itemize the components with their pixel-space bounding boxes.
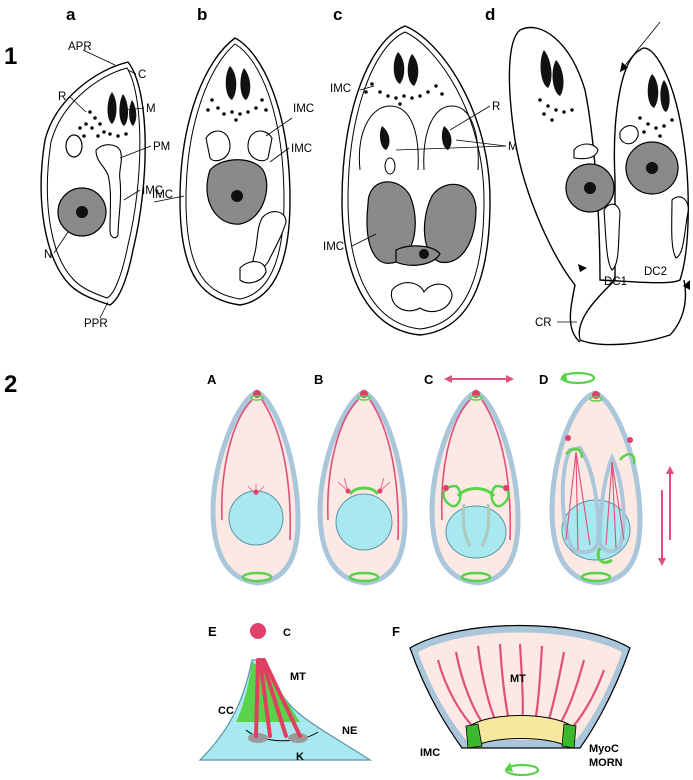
panel-1-number: 1 xyxy=(4,43,17,70)
label-cc: CC xyxy=(218,705,234,717)
label-imc-1c-bottom: IMC xyxy=(323,241,344,253)
label-c-1a: C xyxy=(138,69,146,81)
cell-2C xyxy=(432,390,518,583)
label-ppr: PPR xyxy=(84,318,108,330)
label-dc1: DC1 xyxy=(604,276,627,288)
rotation-arrow-top xyxy=(560,372,594,383)
subpanel-1d-label: d xyxy=(485,5,495,24)
diagram-2F: MT IMC MyoC MORN xyxy=(410,626,630,776)
subpanel-2D-label: D xyxy=(539,372,548,387)
label-c-2E: C xyxy=(283,627,291,639)
label-imc-2F: IMC xyxy=(420,747,440,759)
cell-2D xyxy=(552,391,640,583)
subpanel-1a-label: a xyxy=(66,5,76,24)
cell-1d: DC1 DC2 CR xyxy=(509,22,690,345)
panel-2-number: 2 xyxy=(4,371,17,398)
cell-1a: APR C R M PM IMC N PPR xyxy=(41,41,170,330)
label-cr: CR xyxy=(535,317,552,329)
label-imc-1b-top: IMC xyxy=(293,103,314,115)
cell-1c: IMC IMC R M xyxy=(323,26,518,335)
subpanel-1b-label: b xyxy=(197,5,207,24)
subpanel-2E-label: E xyxy=(208,624,217,639)
subpanel-2B-label: B xyxy=(314,372,323,387)
label-morn: MORN xyxy=(589,757,623,769)
arrow-spread xyxy=(444,375,514,383)
cell-2B xyxy=(320,390,405,583)
label-r-1c: R xyxy=(492,101,500,113)
label-imc-1b-mid: IMC xyxy=(291,143,312,155)
cell-2A xyxy=(213,390,298,583)
diagram-2E: C MT CC NE K xyxy=(200,623,370,763)
label-mt-2F: MT xyxy=(510,673,526,685)
label-dc2: DC2 xyxy=(644,266,667,278)
subpanel-2F-label: F xyxy=(392,624,400,639)
label-k: K xyxy=(296,751,304,763)
subpanel-2C-label: C xyxy=(424,372,434,387)
label-pm: PM xyxy=(153,141,170,153)
subpanel-1c-label: c xyxy=(333,5,342,24)
subpanel-2A-label: A xyxy=(207,372,217,387)
label-r-1a: R xyxy=(58,91,66,103)
label-m-1a: M xyxy=(146,103,156,115)
label-n: N xyxy=(44,249,52,261)
label-apr: APR xyxy=(68,41,92,53)
label-myoc: MyoC xyxy=(589,743,619,755)
label-mt-2E: MT xyxy=(290,671,306,683)
arrow-elongate xyxy=(658,466,674,566)
label-imc-1c-top: IMC xyxy=(330,83,351,95)
cell-1b: IMC IMC IMC xyxy=(152,38,314,305)
label-ne: NE xyxy=(342,725,357,737)
